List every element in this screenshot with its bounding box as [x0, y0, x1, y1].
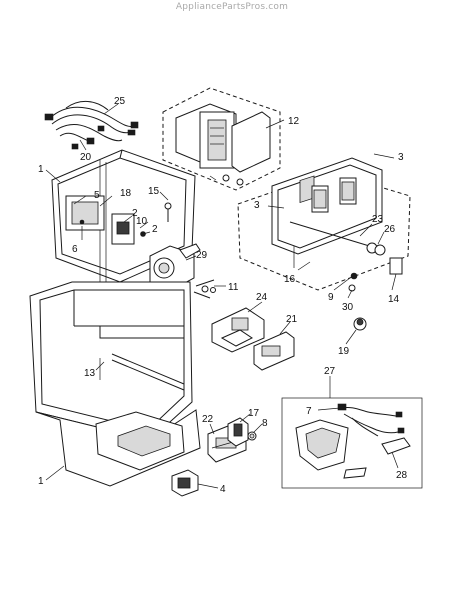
callout-10: 10: [136, 216, 148, 227]
wire-harness-top: [44, 101, 139, 150]
leader-lines: [45, 103, 399, 489]
callout-2-lower: 2: [152, 224, 158, 235]
callout-3-top: 3: [398, 152, 404, 163]
callout-6: 6: [72, 244, 78, 255]
callout-30: 30: [342, 302, 354, 313]
callout-27: 27: [324, 366, 336, 377]
callout-15: 15: [148, 186, 160, 197]
fresh-food-liner: [29, 281, 201, 487]
callout-20: 20: [80, 152, 92, 163]
callout-3-left: 3: [254, 200, 260, 211]
fan-assembly: [149, 243, 201, 291]
callout-2-upper: 2: [132, 208, 138, 219]
callout-8: 8: [262, 418, 268, 429]
callout-1-upper: 1: [38, 164, 44, 175]
rear-panel-group: [237, 157, 411, 292]
callout-23: 23: [372, 214, 384, 225]
callout-labels: 25 20 1 5 18 15 12 3 3 2 10 2 6 29 23 26…: [38, 96, 408, 495]
callout-12: 12: [288, 116, 300, 127]
part-4-block: [171, 469, 199, 497]
callout-11: 11: [228, 282, 239, 293]
callout-13: 13: [84, 368, 96, 379]
callout-5: 5: [94, 190, 100, 201]
callout-21: 21: [286, 314, 298, 325]
watermark: AppliancePartsPros.com: [175, 2, 289, 12]
thermistor-part: [193, 279, 216, 299]
callout-25: 25: [114, 96, 126, 107]
part-24-housing: [211, 307, 265, 353]
callout-17: 17: [248, 408, 260, 419]
evaporator-cover-group: [162, 87, 281, 191]
harness-kit-box: [281, 397, 423, 489]
callout-7: 7: [306, 406, 312, 417]
callout-24: 24: [256, 292, 268, 303]
callout-22: 22: [202, 414, 214, 425]
callout-16: 16: [284, 274, 296, 285]
callout-19: 19: [338, 346, 350, 357]
part-17-8-fasteners: [227, 417, 257, 447]
knob-part: [353, 317, 367, 331]
callout-26: 26: [384, 224, 396, 235]
callout-14: 14: [388, 294, 400, 305]
part-21-bracket: [253, 331, 295, 371]
callout-28: 28: [396, 470, 408, 481]
callout-9: 9: [328, 292, 334, 303]
callout-4: 4: [220, 484, 226, 495]
callout-18: 18: [120, 188, 132, 199]
callout-1-lower: 1: [38, 476, 44, 487]
control-housing: [51, 149, 196, 297]
callout-29: 29: [196, 250, 208, 261]
